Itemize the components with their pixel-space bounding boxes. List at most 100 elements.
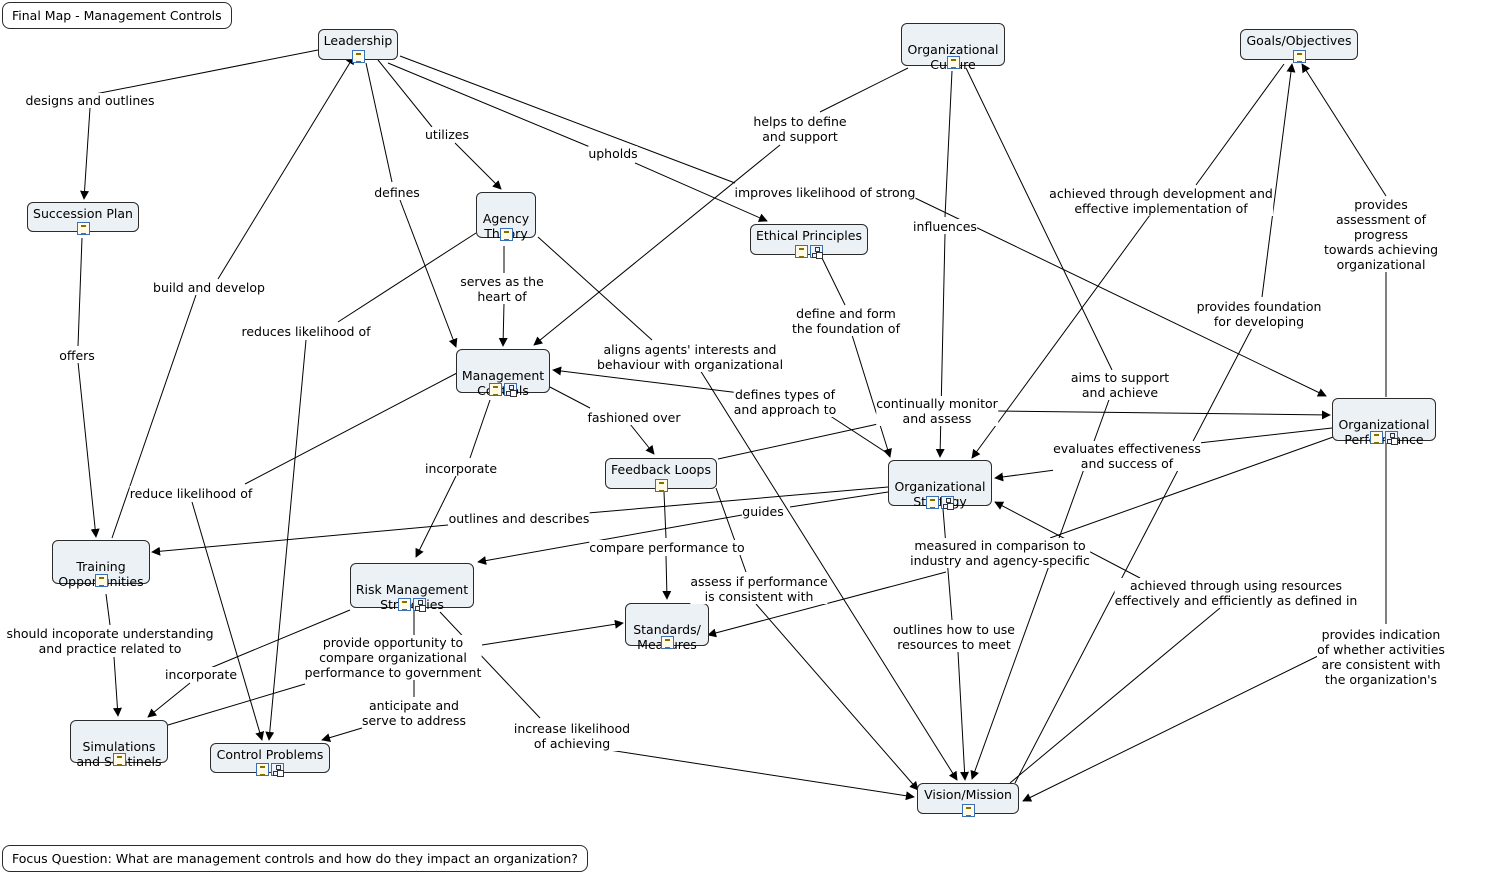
edge — [957, 651, 970, 781]
concept-standards-measures[interactable]: Standards/ Measures — [625, 603, 709, 652]
concept-map-icon[interactable] — [413, 598, 426, 611]
concept-simulations-and-sentinels[interactable]: Simulations and Sentinels — [70, 720, 168, 769]
link-evaluates-effectiveness: evaluates effectiveness and success of — [1053, 441, 1201, 471]
edge — [151, 524, 449, 556]
edge — [552, 366, 741, 394]
link-anticipate-and-serve: anticipate and serve to address — [361, 698, 467, 728]
document-icon[interactable] — [926, 496, 939, 509]
edge — [789, 491, 889, 508]
concept-label: Leadership — [323, 33, 393, 48]
concept-organizational-culture[interactable]: Organizational Culture — [901, 23, 1005, 72]
edge — [80, 107, 91, 200]
edge — [439, 611, 541, 719]
edge — [387, 62, 591, 148]
document-icon[interactable] — [499, 228, 513, 241]
document-icon[interactable] — [660, 636, 674, 649]
concept-label: Succession Plan — [33, 206, 133, 221]
edge — [112, 656, 122, 717]
edge — [365, 62, 393, 183]
link-assess-if-performance: assess if performance is consistent with — [690, 574, 828, 604]
edge — [547, 385, 591, 409]
edge — [1009, 607, 1221, 784]
concept-organizational-performance[interactable]: Organizational Performance — [1332, 398, 1436, 447]
concept-label: Organizational Performance — [1338, 417, 1430, 447]
edge — [819, 67, 909, 113]
concept-map-icon[interactable] — [1385, 431, 1398, 444]
document-icon[interactable] — [112, 753, 126, 766]
link-achieved-through-resources: achieved through using resources effecti… — [1114, 578, 1358, 608]
edge — [912, 196, 1327, 397]
edge — [469, 399, 491, 459]
edge — [105, 593, 111, 626]
document-icon[interactable] — [94, 574, 108, 587]
edge — [994, 469, 1056, 482]
document-icon[interactable] — [654, 479, 668, 492]
link-offers: offers — [59, 348, 95, 363]
edge — [965, 67, 1113, 371]
link-incorporate-2: incorporate — [164, 667, 238, 682]
concept-training-opportunities[interactable]: Training Opportunities — [52, 540, 150, 589]
link-measured-in-comparison: measured in comparison to industry and a… — [910, 538, 1090, 568]
link-compare-performance: compare performance to — [589, 540, 745, 555]
edge — [498, 302, 508, 347]
edge — [321, 727, 363, 742]
edge — [207, 609, 351, 670]
document-icon[interactable] — [1292, 50, 1306, 63]
concept-label: Feedback Loops — [611, 462, 711, 477]
edge — [147, 682, 191, 718]
edge — [399, 55, 736, 184]
edge — [944, 70, 953, 218]
document-icon[interactable] — [76, 222, 90, 235]
document-icon[interactable] — [351, 50, 365, 63]
document-icon[interactable] — [1370, 431, 1383, 444]
edge — [454, 142, 502, 190]
edge — [1301, 63, 1387, 197]
edge — [167, 683, 306, 726]
edge — [1022, 654, 1321, 802]
link-influences: influences — [913, 219, 977, 234]
concept-agency-theory[interactable]: Agency Theory — [476, 192, 536, 241]
edge — [533, 144, 781, 346]
edge — [77, 237, 83, 347]
document-icon[interactable] — [961, 804, 975, 817]
link-reduces-likelihood: reduces likelihood of — [241, 324, 371, 339]
link-provides-indication: provides indication of whether activitie… — [1317, 627, 1445, 687]
concept-map-icon[interactable] — [504, 383, 517, 396]
link-define-and-form: define and form the foundation of — [792, 306, 900, 336]
edge — [244, 372, 458, 485]
concept-vision-mission[interactable]: Vision/Mission — [917, 783, 1019, 817]
edge — [662, 555, 672, 600]
concept-organizational-strategy[interactable]: Organizational Strategy — [888, 460, 992, 509]
link-incorporate: incorporate — [424, 461, 498, 476]
concept-feedback-loops[interactable]: Feedback Loops — [605, 458, 717, 492]
concept-management-controls[interactable]: Management Controls — [456, 349, 550, 398]
concept-leadership[interactable]: Leadership — [318, 29, 398, 63]
concept-ethical-principles[interactable]: Ethical Principles — [750, 224, 868, 258]
concept-map-icon[interactable] — [941, 496, 954, 509]
concept-succession-plan[interactable]: Succession Plan — [27, 202, 139, 235]
edge — [481, 619, 624, 646]
document-icon[interactable] — [489, 383, 502, 396]
concept-goals-objectives[interactable]: Goals/Objectives — [1240, 29, 1358, 63]
edge — [537, 236, 653, 341]
document-icon[interactable] — [946, 56, 960, 69]
edge — [821, 257, 846, 306]
document-icon[interactable] — [398, 598, 411, 611]
link-guides: guides — [742, 504, 784, 519]
link-increase-likelihood: increase likelihood of achieving — [513, 721, 631, 751]
edge — [629, 423, 655, 455]
link-defines: defines — [374, 185, 420, 200]
concept-label: Risk Management Strategies — [355, 582, 469, 612]
edge — [1261, 63, 1296, 298]
link-upholds: upholds — [588, 146, 638, 161]
link-provides-assessment: provides assessment of progress towards … — [1317, 197, 1445, 272]
concept-map-icon[interactable] — [810, 245, 823, 258]
concept-map-icon[interactable] — [271, 763, 284, 776]
link-helps-to-define: helps to define and support — [753, 114, 847, 144]
link-provides-foundation: provides foundation for developing — [1196, 299, 1322, 329]
document-icon[interactable] — [795, 245, 808, 258]
concept-risk-management-strategies[interactable]: Risk Management Strategies — [350, 563, 474, 612]
edge — [377, 59, 433, 128]
concept-control-problems[interactable]: Control Problems — [210, 743, 330, 776]
document-icon[interactable] — [256, 763, 269, 776]
